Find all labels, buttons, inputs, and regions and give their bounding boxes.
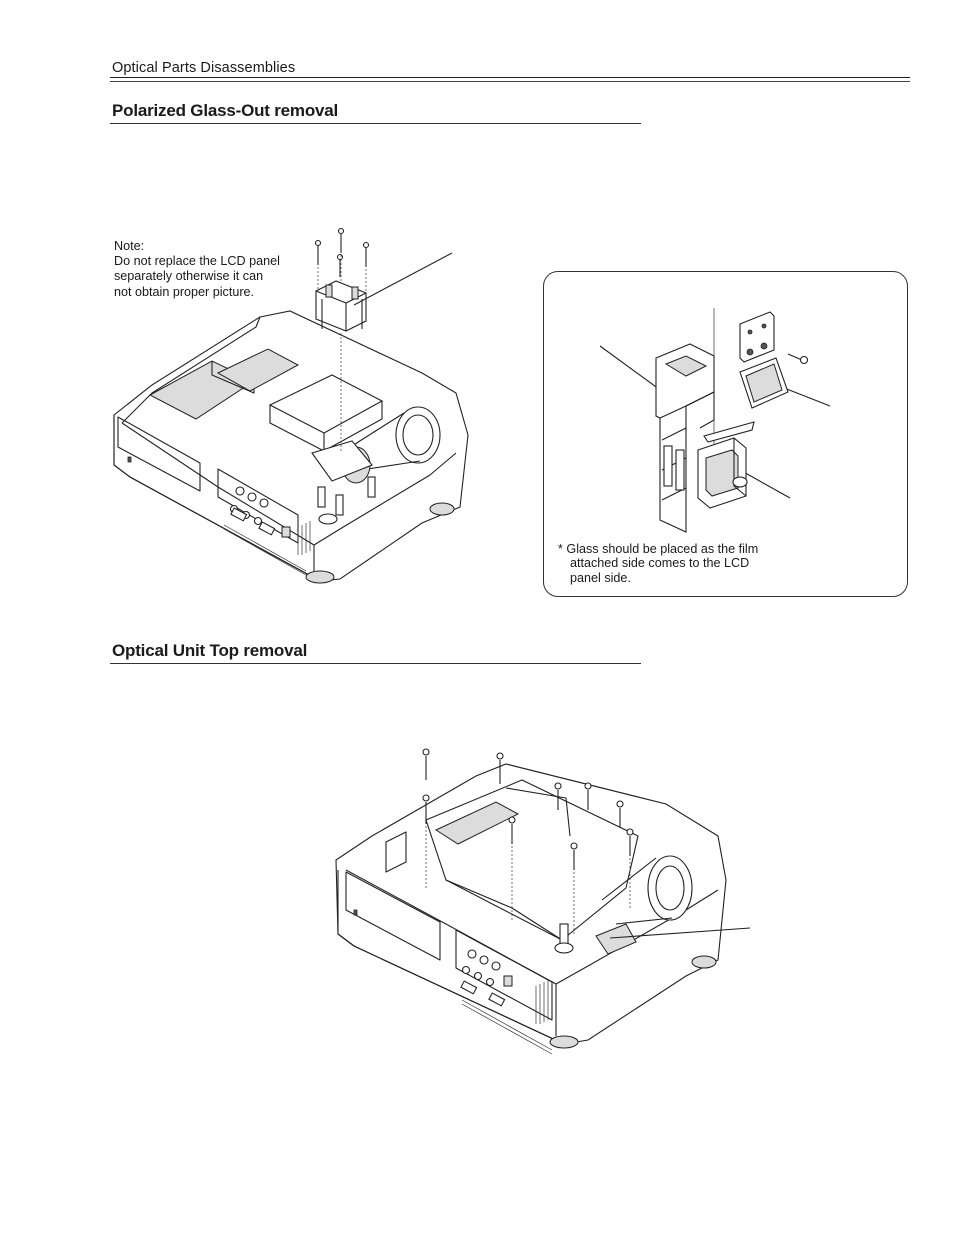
header-rule-thin: [110, 80, 910, 82]
running-header: Optical Parts Disassemblies: [112, 60, 296, 76]
note-line: Note:: [114, 239, 145, 253]
header-rule: [110, 77, 910, 78]
note-text: Note: Do not replace the LCD panel separ…: [114, 239, 314, 300]
section-title-optical-unit-top: Optical Unit Top removal: [112, 641, 308, 660]
note-line: Do not replace the LCD panel: [114, 254, 280, 269]
section-rule-glass-out: [110, 123, 641, 124]
detail-inset-box: [543, 271, 908, 597]
footnote-line: panel side.: [570, 570, 631, 585]
footnote-text: * Glass should be placed as the film att…: [558, 542, 808, 585]
note-line: not obtain proper picture.: [114, 284, 255, 299]
footnote-line: attached side comes to the LCD: [570, 556, 750, 571]
note-line: separately otherwise it can: [114, 269, 264, 284]
projector-optical-unit-top-illustration: [335, 748, 751, 1055]
section-title-glass-out: Polarized Glass-Out removal: [112, 101, 339, 120]
section-rule-optical-unit-top: [110, 663, 641, 664]
lcd-panel-glass-detail-illustration: [599, 308, 831, 533]
footnote-line: * Glass should be placed as the film: [558, 542, 759, 556]
projector-glass-out-illustration: [113, 227, 469, 584]
